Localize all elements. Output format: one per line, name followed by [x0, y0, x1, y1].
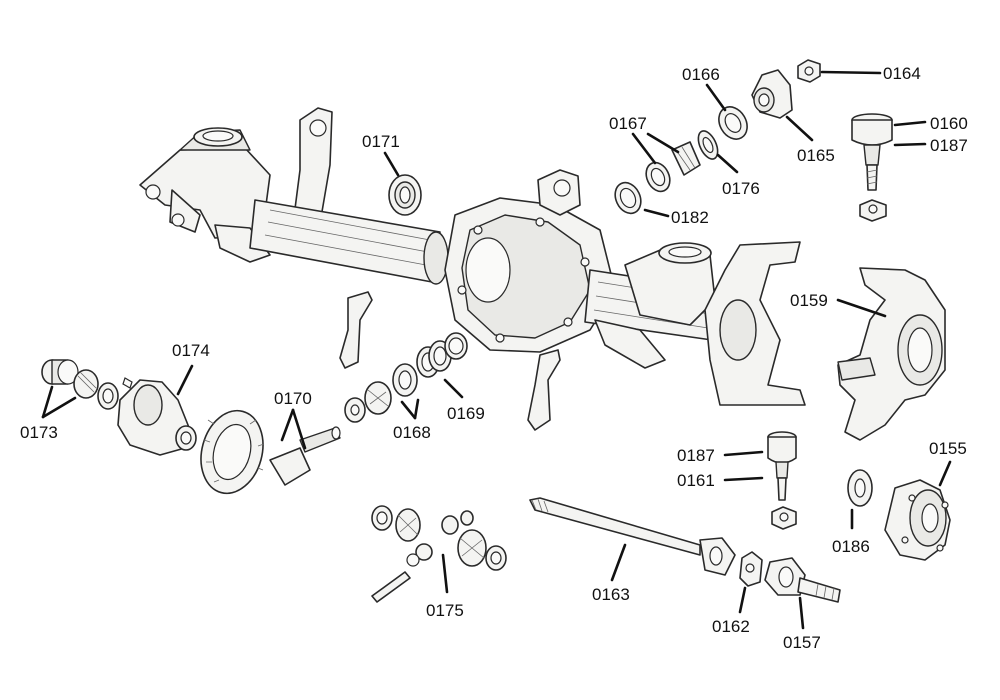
- label-0176: 0176: [722, 179, 760, 198]
- label-0187-top: 0187: [930, 136, 968, 155]
- part-0169-shims: [416, 332, 468, 378]
- label-0186: 0186: [832, 537, 870, 556]
- part-0182-race: [614, 181, 642, 215]
- part-0160-ball-joint: [851, 113, 893, 222]
- part-0155-hub: [884, 479, 951, 561]
- part-0175-spider-gears: [371, 505, 507, 603]
- part-0162-u-joint: [739, 551, 763, 587]
- label-0173: 0173: [20, 423, 58, 442]
- part-0163-axle-shaft: [529, 497, 736, 576]
- part-0171-seal: [388, 174, 422, 216]
- part-0166-seal: [718, 106, 748, 140]
- label-0175: 0175: [426, 601, 464, 620]
- label-0174: 0174: [172, 341, 210, 360]
- part-labels: 0164 0166 0160 0187 0167 0165 0171 0176 …: [20, 64, 968, 652]
- label-0164: 0164: [883, 64, 921, 83]
- label-0155: 0155: [929, 439, 967, 458]
- part-0174-diff-case: [117, 377, 197, 456]
- part-0159-knuckle: [837, 267, 946, 441]
- bearing-caps: [339, 291, 561, 431]
- label-0168: 0168: [393, 423, 431, 442]
- part-0186-seal: [847, 469, 873, 507]
- part-0165-yoke: [751, 69, 793, 119]
- label-0159: 0159: [790, 291, 828, 310]
- part-0176-washer: [697, 130, 719, 160]
- label-0182: 0182: [671, 208, 709, 227]
- label-0160: 0160: [930, 114, 968, 133]
- label-0161: 0161: [677, 471, 715, 490]
- part-0168-gears: [344, 363, 418, 423]
- label-0157: 0157: [783, 633, 821, 652]
- label-0166: 0166: [682, 65, 720, 84]
- part-0164-nut: [797, 59, 821, 83]
- axle-housing: [139, 107, 806, 406]
- part-0170-ring-pinion: [200, 409, 341, 495]
- leader-lines: [41, 70, 952, 630]
- label-0165: 0165: [797, 146, 835, 165]
- label-0163: 0163: [592, 585, 630, 604]
- part-0167-bearing: [645, 141, 701, 193]
- part-0173-bearing: [41, 359, 119, 410]
- label-0162: 0162: [712, 617, 750, 636]
- label-0171: 0171: [362, 132, 400, 151]
- part-0157-stub-shaft: [764, 557, 841, 603]
- label-0170: 0170: [274, 389, 312, 408]
- label-0167: 0167: [609, 114, 647, 133]
- label-0169: 0169: [447, 404, 485, 423]
- label-0187-bottom: 0187: [677, 446, 715, 465]
- part-0161-ball-joint: [767, 431, 797, 530]
